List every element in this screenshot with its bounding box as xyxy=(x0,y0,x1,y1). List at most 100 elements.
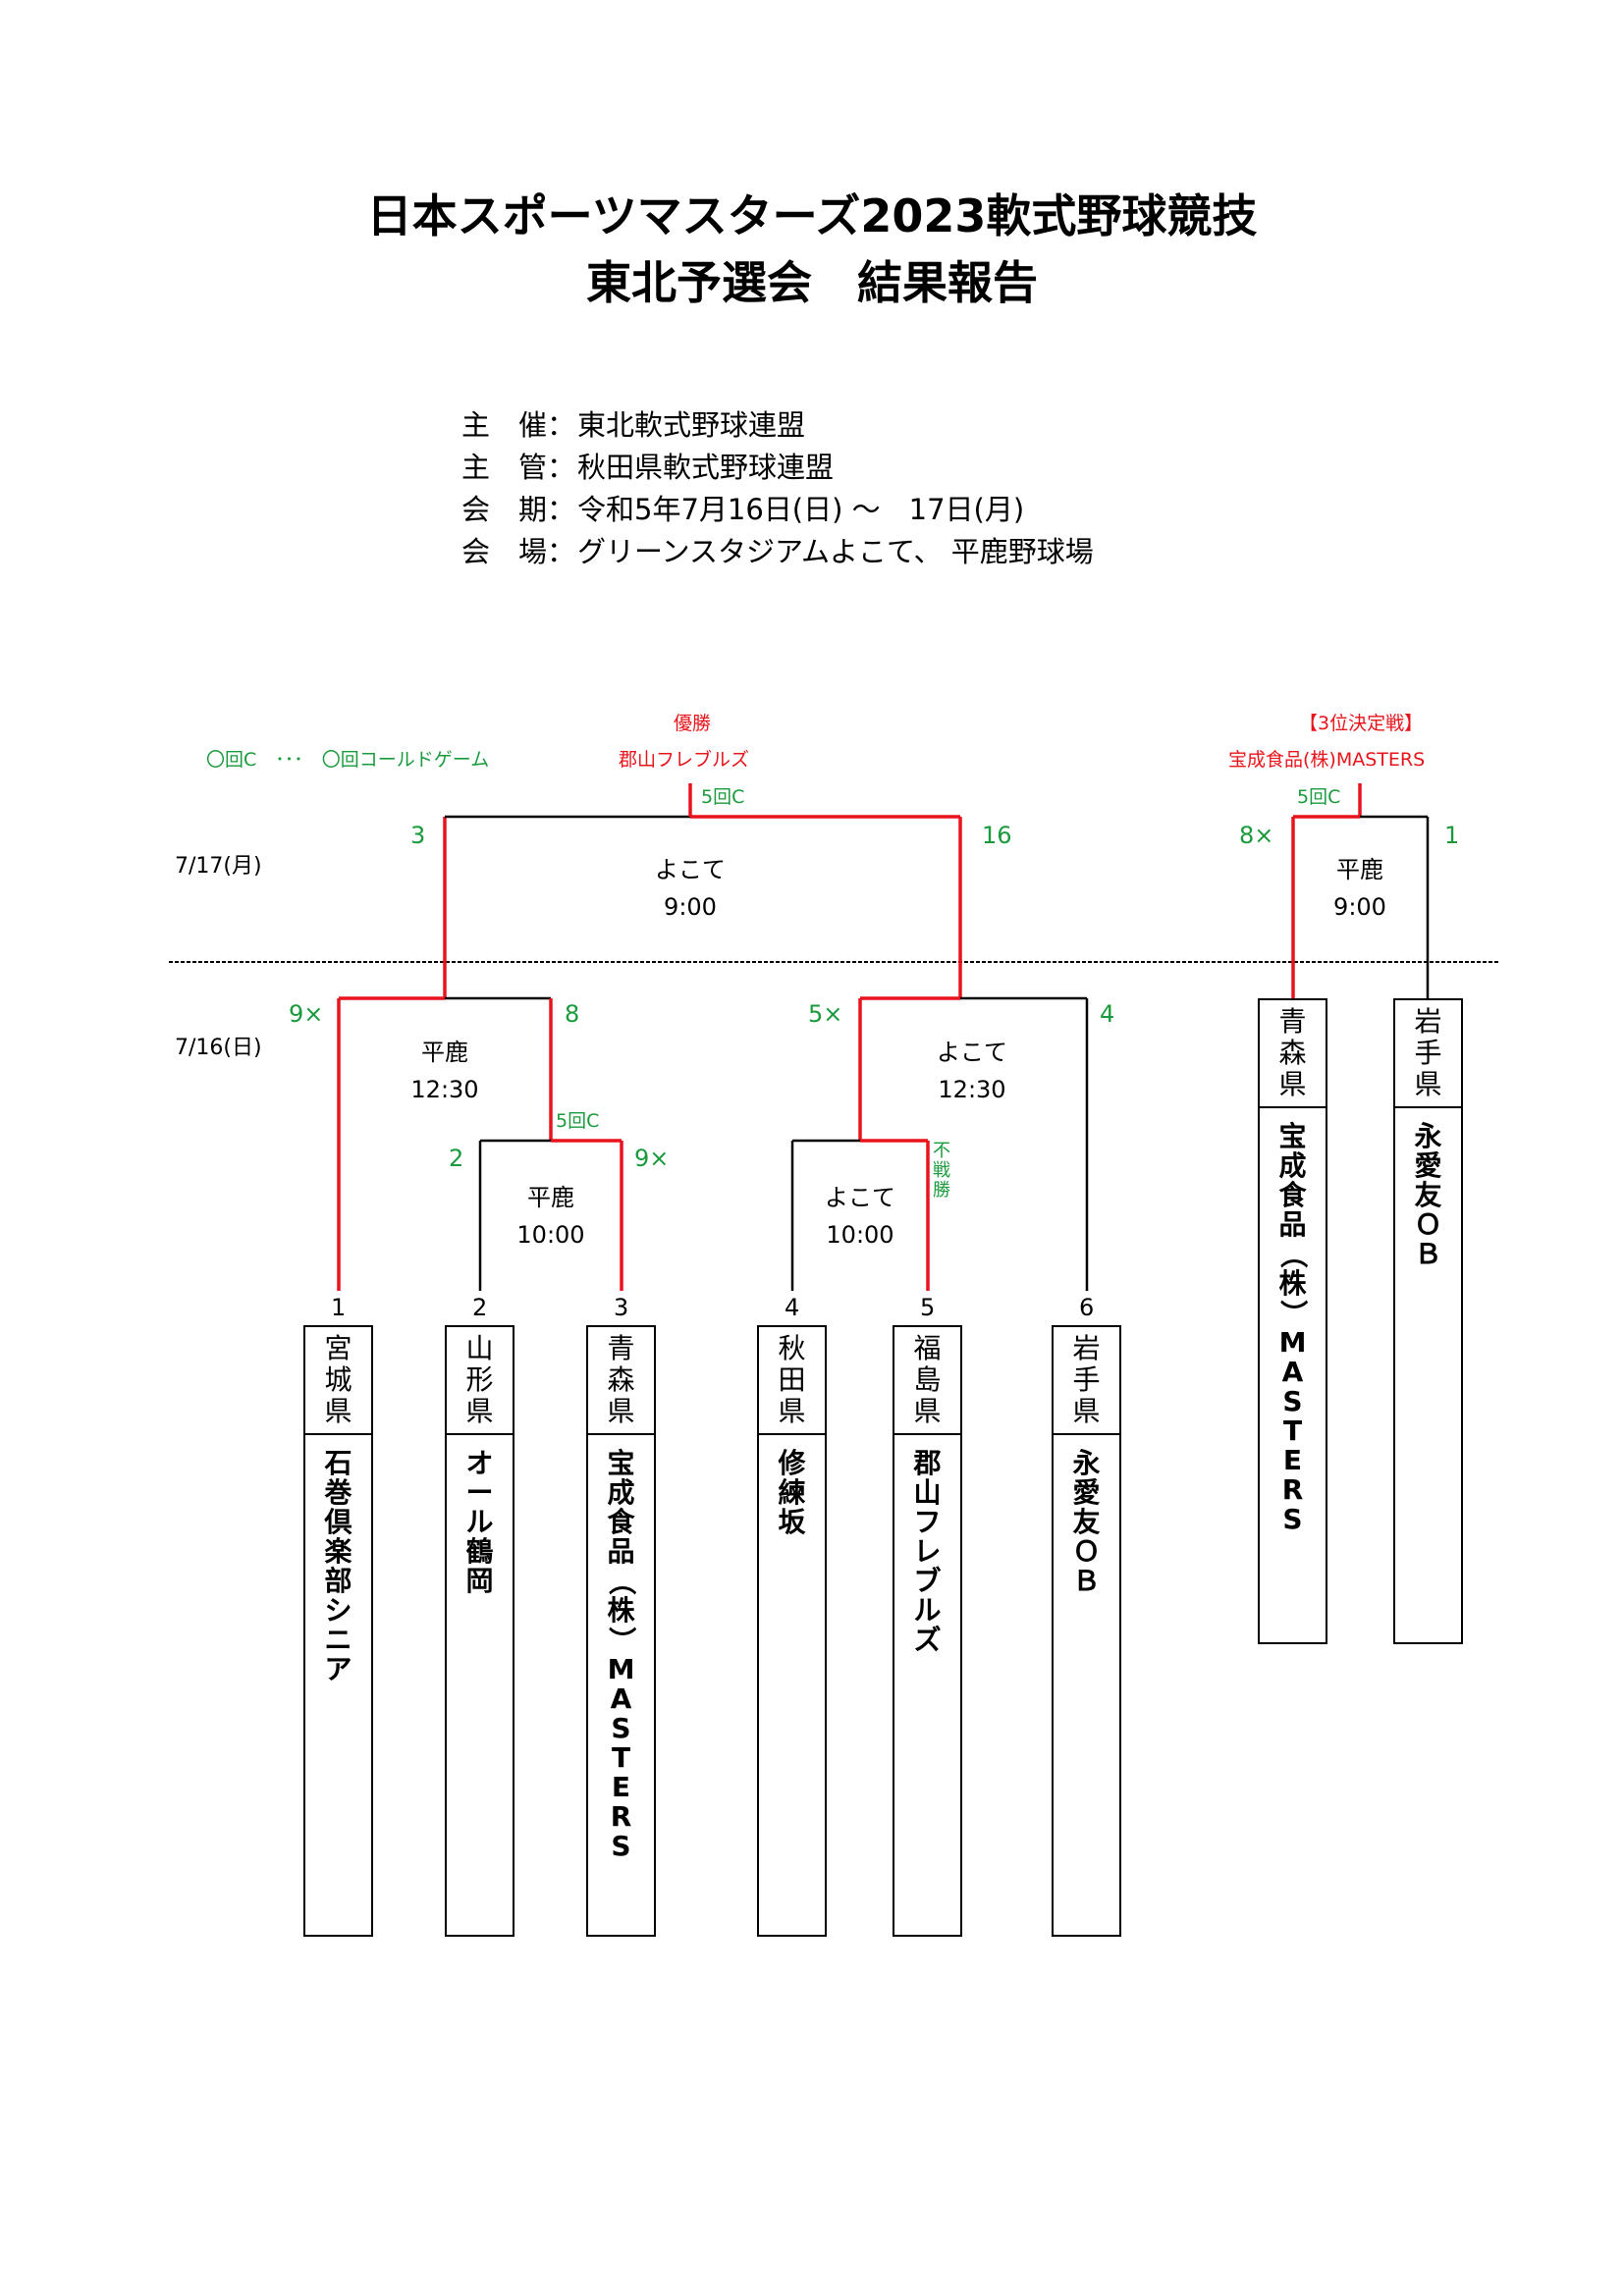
team-name-char: 愛 xyxy=(1072,1476,1101,1509)
champion-label: 優勝 xyxy=(674,713,712,734)
team-prefecture: 宮城県 xyxy=(305,1327,371,1435)
team-name-char: R xyxy=(610,1800,632,1833)
team-box-akita: 秋田県修練坂 xyxy=(757,1325,827,1937)
team-name-char: ニ xyxy=(324,1624,352,1656)
team-name-char: S xyxy=(1282,1503,1303,1535)
team-name-char: 修 xyxy=(778,1447,806,1479)
team-name-char: 山 xyxy=(913,1476,942,1509)
team-prefecture: 山形県 xyxy=(447,1327,513,1435)
team-name-char: 宝 xyxy=(1278,1120,1307,1152)
team-name-char: E xyxy=(611,1771,631,1803)
third-place-winner: 宝成食品(株)MASTERS xyxy=(1228,749,1426,771)
info-dates: 会 期：令和5年7月16日(日) ～ 17日(月) xyxy=(461,490,1024,529)
info-label: 主 催： xyxy=(461,408,576,442)
team-name-char: フ xyxy=(913,1506,942,1538)
team-name: オール鶴岡 xyxy=(447,1449,513,1596)
info-label: 会 場： xyxy=(461,535,576,568)
team-name-char: Ｂ xyxy=(1414,1238,1442,1270)
team-name-char: T xyxy=(611,1741,631,1774)
team-name-char: 愛 xyxy=(1414,1149,1442,1182)
team-name-char: ル xyxy=(465,1506,494,1538)
team-name-char: 食 xyxy=(607,1506,635,1538)
semi-right-venue: よこて xyxy=(937,1039,1007,1066)
team-prefecture: 青森県 xyxy=(588,1327,654,1435)
final-left-score: 3 xyxy=(410,822,426,849)
info-venue: 会 場：グリーンスタジアムよこて、 平鹿野球場 xyxy=(461,532,1094,571)
team-prefecture: 青森県 xyxy=(1260,1000,1326,1108)
prefecture-char: 山 xyxy=(465,1332,494,1364)
team-name-char: （ xyxy=(1276,1240,1310,1268)
r1-right-time: 10:00 xyxy=(826,1221,894,1249)
team-name: 修練坂 xyxy=(759,1449,825,1537)
r1-right-venue: よこて xyxy=(825,1184,895,1211)
team-box-miyagi: 宮城県石巻倶楽部シニア xyxy=(303,1325,373,1937)
seed-number: 5 xyxy=(920,1294,936,1321)
team-name-char: 岡 xyxy=(465,1565,494,1597)
prefecture-char: 県 xyxy=(1072,1395,1101,1427)
team-name-char: M xyxy=(1278,1326,1307,1359)
prefecture-char: 県 xyxy=(913,1395,942,1427)
semi-left-left-score: 9× xyxy=(289,1000,324,1028)
page-title: 日本スポーツマスターズ2023軟式野球競技 xyxy=(366,189,1258,242)
team-name-char: S xyxy=(1282,1385,1303,1417)
team-name-char: ア xyxy=(324,1653,352,1685)
prefecture-char: 島 xyxy=(913,1363,942,1396)
info-value: 秋田県軟式野球連盟 xyxy=(577,451,835,484)
prefecture-char: 福 xyxy=(913,1332,942,1364)
seed-number: 4 xyxy=(785,1294,800,1321)
info-label: 会 期： xyxy=(461,493,576,526)
team-name-char: A xyxy=(610,1682,632,1715)
team-name-char: 郡 xyxy=(913,1447,942,1479)
team-name-char: 永 xyxy=(1414,1120,1442,1152)
team-name-char: Ｏ xyxy=(1414,1208,1442,1241)
info-value: 令和5年7月16日(日) ～ 17日(月) xyxy=(577,493,1025,526)
team-name-char: 品 xyxy=(1278,1208,1307,1241)
team-name-char: E xyxy=(1282,1444,1303,1476)
semi-right-left-score: 5× xyxy=(808,1000,843,1028)
date-day1: 7/16(日) xyxy=(175,1036,262,1060)
info-organizer: 主 催：東北軟式野球連盟 xyxy=(461,405,805,445)
date-day2: 7/17(月) xyxy=(175,854,262,879)
team-name-char: ） xyxy=(605,1626,638,1654)
seed-number: 3 xyxy=(614,1294,629,1321)
prefecture-char: 手 xyxy=(1072,1363,1101,1396)
prefecture-char: 県 xyxy=(465,1395,494,1427)
team-box-yamagata: 山形県オール鶴岡 xyxy=(445,1325,514,1937)
prefecture-char: 県 xyxy=(607,1395,635,1427)
team-name-char: 鶴 xyxy=(465,1535,494,1568)
team-name-char: Ｏ xyxy=(1072,1535,1101,1568)
walkover-text: 不戦勝 xyxy=(932,1142,951,1201)
seed-number: 6 xyxy=(1079,1294,1095,1321)
team-name-char: 楽 xyxy=(324,1535,352,1568)
prefecture-char: 手 xyxy=(1414,1037,1442,1069)
prefecture-char: 青 xyxy=(1278,1005,1307,1038)
team-name-char: ル xyxy=(913,1594,942,1627)
r1-left-note: 5回C xyxy=(556,1110,600,1132)
champion-team: 郡山フレブルズ xyxy=(619,749,750,771)
team-name-char: 株 xyxy=(607,1594,635,1627)
team-name: 郡山フレブルズ xyxy=(894,1449,960,1655)
prefecture-char: 岩 xyxy=(1072,1332,1101,1364)
prefecture-char: 県 xyxy=(778,1395,806,1427)
r1-left-time: 10:00 xyxy=(516,1221,585,1249)
team-name-char: 永 xyxy=(1072,1447,1101,1479)
team-name-char: 坂 xyxy=(778,1506,806,1538)
info-value: 東北軟式野球連盟 xyxy=(577,408,806,442)
team-name-char: 練 xyxy=(778,1476,806,1509)
team-name-char: ） xyxy=(1276,1299,1310,1327)
seed-number: 1 xyxy=(331,1294,347,1321)
team-name-char: 友 xyxy=(1072,1506,1101,1538)
team-name-char: 巻 xyxy=(324,1476,352,1509)
semi-left-venue: 平鹿 xyxy=(421,1039,468,1066)
prefecture-char: 城 xyxy=(324,1363,352,1396)
team-name-char: 株 xyxy=(1278,1267,1307,1300)
team-name-char: M xyxy=(607,1653,635,1685)
team-name-char: S xyxy=(611,1830,631,1862)
third-right-score: 1 xyxy=(1444,822,1460,849)
semi-left-time: 12:30 xyxy=(410,1076,479,1103)
